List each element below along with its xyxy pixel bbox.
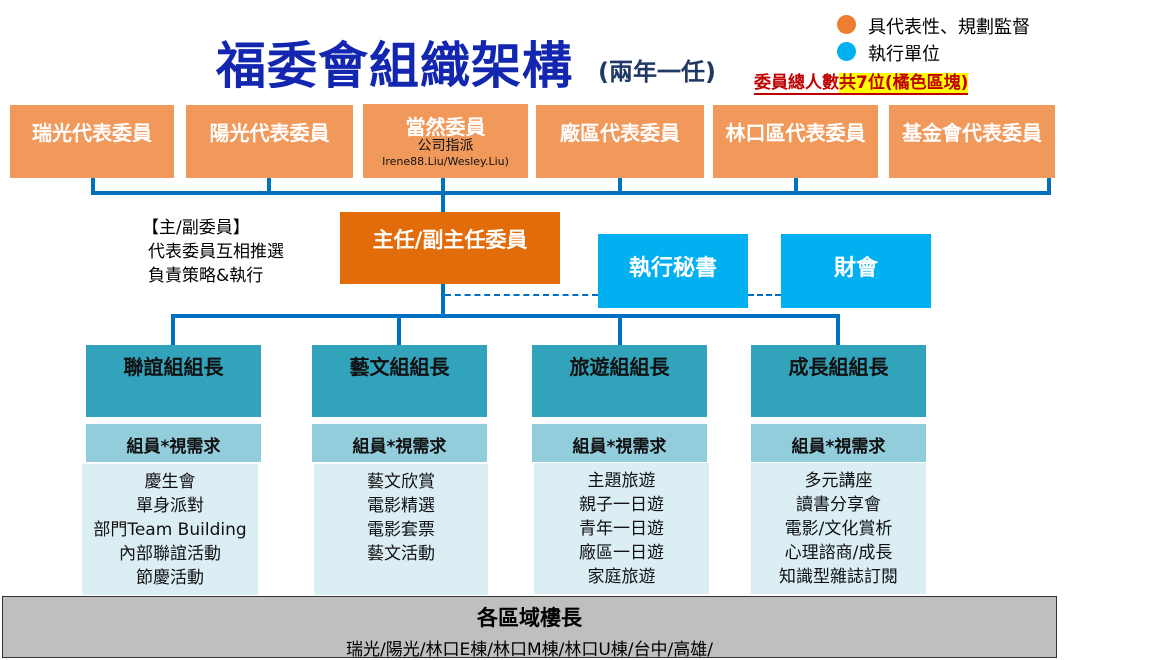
connector (397, 314, 401, 345)
group-leader-arts: 藝文組組長 (312, 345, 487, 417)
activity-item: 廠區一日遊 (579, 543, 664, 563)
member-label: 瑞光代表委員 (32, 121, 152, 145)
floor-leaders-title: 各區域樓長 (477, 606, 582, 630)
activity-item: 藝文欣賞 (367, 472, 435, 492)
activity-item: 節慶活動 (136, 568, 204, 588)
group-members: 組員*視需求 (751, 424, 926, 462)
director-note: 【主/副委員】 代表委員互相推選 負責策略&執行 (142, 216, 284, 288)
connector (171, 314, 175, 345)
activity-item: 多元講座 (804, 471, 873, 491)
connector (171, 314, 840, 318)
activity-list-travel: 主題旅遊親子一日遊青年一日遊廠區一日遊家庭旅遊 (534, 463, 709, 594)
member-box-foundation: 基金會代表委員 (889, 105, 1055, 178)
legend-label: 具代表性、規劃監督 (868, 17, 1030, 38)
activity-item: 主題旅遊 (587, 471, 656, 491)
activity-item: 讀書分享會 (796, 495, 881, 515)
connector (794, 178, 798, 193)
connector (441, 178, 445, 212)
member-box-linkou: 林口區代表委員 (713, 105, 878, 178)
ex-officio-assigned: 公司指派 (417, 138, 474, 154)
activity-list-social: 慶生會單身派對部門Team Building 內部聯誼活動節慶活動 (82, 464, 258, 595)
group-leader-growth: 成長組組長 (751, 345, 926, 417)
group-members: 組員*視需求 (312, 424, 487, 462)
group-leader-social: 聯誼組組長 (86, 345, 261, 417)
activity-list-arts: 藝文欣賞電影精選電影套票藝文活動 (314, 464, 488, 595)
activity-item: 電影套票 (367, 520, 435, 540)
connector (267, 178, 271, 193)
activity-item: 單身派對 (136, 496, 204, 516)
connector (441, 284, 445, 318)
total-note-highlight: 共7位(橘色區塊) (839, 73, 969, 93)
connector (618, 178, 622, 193)
activity-item: 部門Team Building (93, 520, 247, 540)
connector (618, 314, 622, 345)
note-line: 【主/副委員】 (142, 218, 250, 238)
page-title: 福委會組織架構 (216, 37, 573, 95)
group-leader-travel: 旅遊組組長 (532, 345, 707, 417)
activity-item: 親子一日遊 (579, 495, 664, 515)
member-label: 基金會代表委員 (902, 121, 1042, 145)
activity-item: 家庭旅遊 (587, 567, 656, 587)
dashed-connector (748, 294, 781, 296)
connector (91, 178, 95, 193)
note-line: 代表委員互相推選 (148, 242, 284, 262)
director-label: 主任/副主任委員 (372, 228, 528, 252)
activity-item: 心理諮商/成長 (784, 543, 893, 563)
accounting-box: 財會 (781, 234, 931, 308)
secretary-box: 執行秘書 (598, 234, 748, 308)
connector (1047, 178, 1051, 193)
legend-orange-dot-icon (837, 15, 856, 34)
ex-officio-names: Irene88.Liu/Wesley.Liu) (382, 155, 509, 168)
accounting-label: 財會 (833, 256, 878, 281)
member-box-yangguang: 陽光代表委員 (186, 105, 353, 178)
connector (836, 314, 840, 345)
activity-item: 電影/文化賞析 (784, 519, 893, 539)
activity-item: 慶生會 (144, 472, 196, 492)
group-members: 組員*視需求 (86, 424, 261, 462)
member-label: 陽光代表委員 (209, 121, 330, 145)
activity-item: 內部聯誼活動 (119, 544, 221, 564)
director-box: 主任/副主任委員 (340, 212, 560, 284)
legend-label: 執行單位 (868, 44, 940, 65)
floor-leaders-areas: 瑞光/陽光/林口E棟/林口M棟/林口U棟/台中/高雄/ (346, 640, 713, 660)
secretary-label: 執行秘書 (628, 256, 717, 281)
activity-item: 青年一日遊 (579, 519, 664, 539)
total-note-text: 委員總人數 (754, 73, 839, 93)
member-box-factory: 廠區代表委員 (536, 105, 704, 178)
note-line: 負責策略&執行 (148, 266, 264, 286)
activity-list-growth: 多元講座讀書分享會電影/文化賞析心理諮商/成長知識型雜誌訂閱 (751, 463, 926, 594)
term-note: (兩年一任) (598, 58, 716, 86)
member-label: 當然委員 (405, 115, 486, 139)
member-label: 廠區代表委員 (560, 121, 680, 145)
dashed-connector (445, 294, 598, 296)
activity-item: 藝文活動 (367, 544, 435, 564)
activity-item: 電影精選 (367, 496, 435, 516)
floor-leaders-box: 各區域樓長 瑞光/陽光/林口E棟/林口M棟/林口U棟/台中/高雄/ (2, 596, 1057, 660)
member-label: 林口區代表委員 (725, 121, 866, 145)
legend-blue-dot-icon (837, 42, 856, 61)
member-box-ruiguang: 瑞光代表委員 (10, 105, 174, 178)
activity-item: 知識型雜誌訂閱 (779, 567, 898, 587)
connector (91, 191, 1051, 195)
group-members: 組員*視需求 (532, 424, 707, 462)
total-members-note: 委員總人數共7位(橘色區塊) (754, 68, 969, 95)
